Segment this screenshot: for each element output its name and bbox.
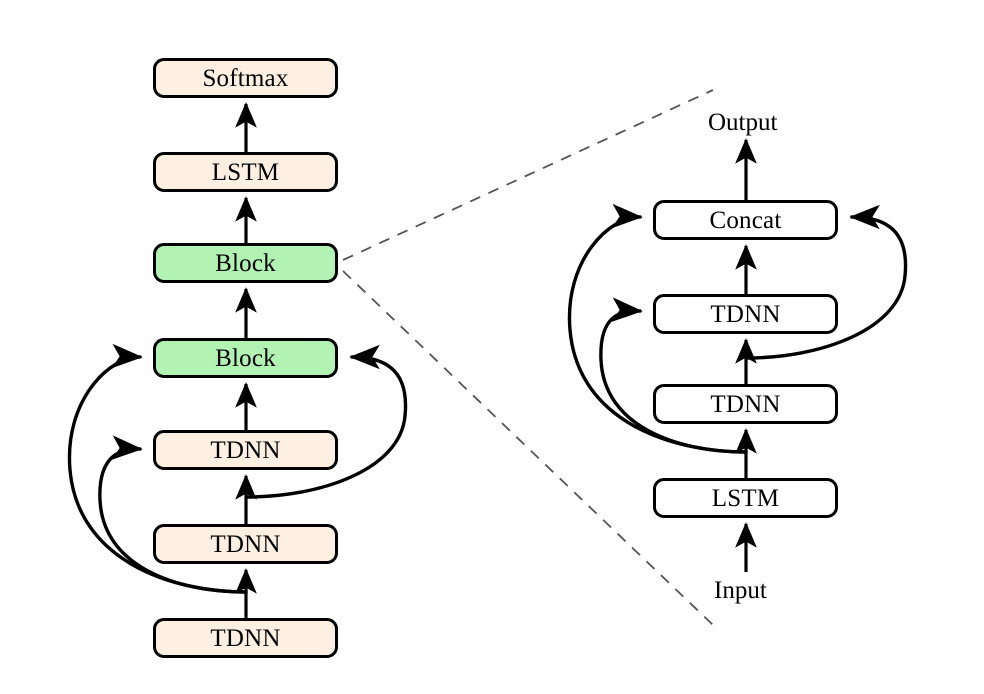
node-lstm-top-label: LSTM [211,158,280,186]
input-label: Input [714,577,767,604]
node-tdnn-detail-2-label: TDNN [710,300,781,328]
node-tdnn-detail-1[interactable]: TDNN [653,384,838,424]
callout-dashed-lines [342,89,714,626]
node-tdnn-detail-1-label: TDNN [710,390,781,418]
node-tdnn-1[interactable]: TDNN [153,618,338,658]
node-softmax[interactable]: Softmax [153,58,338,98]
skip-lstmdet-to-tdnndet2 [599,297,748,454]
left-skip-connections [67,343,408,594]
node-lstm-detail-label: LSTM [711,484,780,512]
node-block-1-label: Block [215,344,276,372]
skip-tdnndet1-to-concat [745,204,908,360]
callout-line-upper [342,89,714,261]
node-tdnn-1-label: TDNN [210,624,281,652]
node-tdnn-detail-2[interactable]: TDNN [653,294,838,334]
node-tdnn-3-label: TDNN [210,436,281,464]
skip-tdnn2-to-block1 [245,344,408,499]
node-block-1[interactable]: Block [153,338,338,378]
callout-line-lower [342,270,714,626]
node-concat-label: Concat [709,206,782,234]
node-softmax-label: Softmax [202,64,289,92]
node-tdnn-2-label: TDNN [210,530,281,558]
node-tdnn-2[interactable]: TDNN [153,524,338,564]
node-lstm-top[interactable]: LSTM [153,152,338,192]
node-block-2[interactable]: Block [153,243,338,283]
output-label: Output [708,109,778,136]
right-skip-connections [567,203,908,454]
node-concat[interactable]: Concat [653,200,838,240]
node-lstm-detail[interactable]: LSTM [653,478,838,518]
node-block-2-label: Block [215,249,276,277]
node-tdnn-3[interactable]: TDNN [153,430,338,470]
skip-tdnn1-to-tdnn3 [98,435,248,594]
